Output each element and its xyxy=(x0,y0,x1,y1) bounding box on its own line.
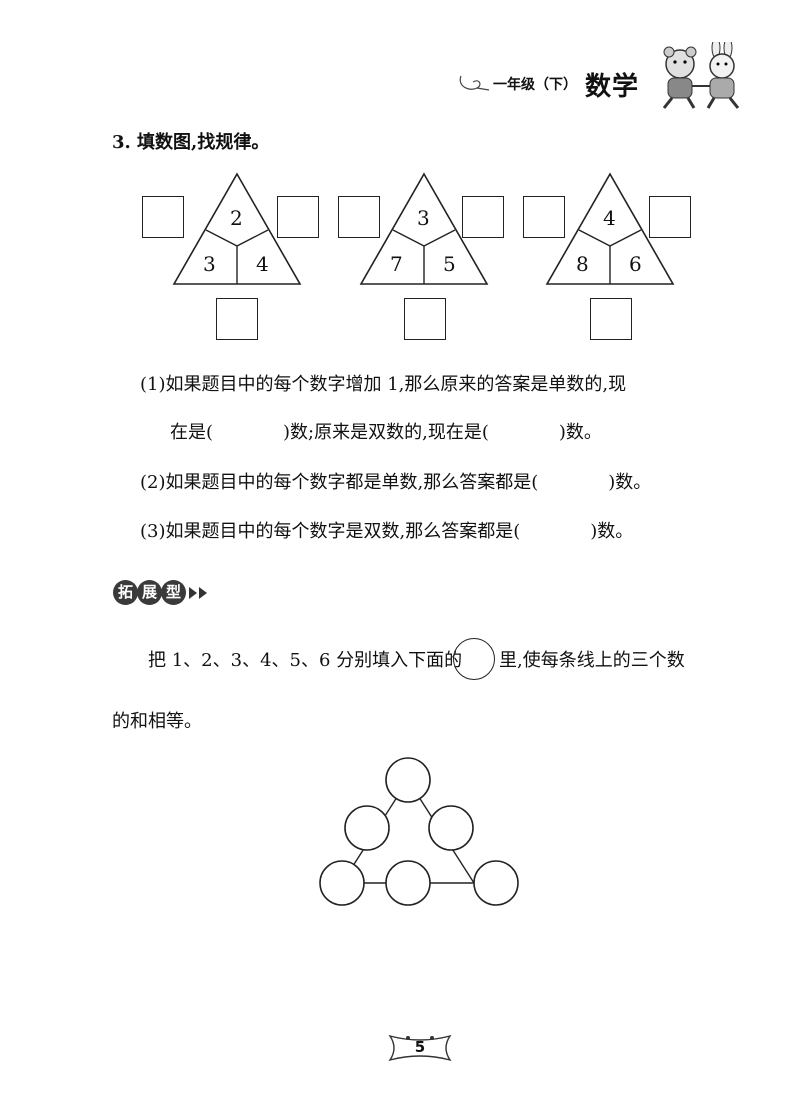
triangle-top-number: 4 xyxy=(603,206,616,230)
badge-char: 型 xyxy=(161,580,186,605)
subquestion-2: (2)如果题目中的每个数字都是单数,那么答案都是( )数。 xyxy=(140,468,651,494)
number-triangle xyxy=(172,172,302,285)
subquestion-text: )数。 xyxy=(608,472,652,493)
double-arrow-icon xyxy=(189,587,207,599)
answer-box-left[interactable] xyxy=(338,196,380,238)
subquestion-1-line1: (1)如果题目中的每个数字增加 1,那么原来的答案是单数的,现 xyxy=(140,374,627,395)
answer-box-bottom[interactable] xyxy=(404,298,446,340)
subquestion-text: )数。 xyxy=(590,521,634,542)
puzzle-circle-mid-left[interactable] xyxy=(344,805,390,851)
triangle-top-number: 3 xyxy=(417,206,430,230)
puzzle-circle-bottom-middle[interactable] xyxy=(385,860,431,906)
subquestion-text: (2)如果题目中的每个数字都是单数,那么答案都是( xyxy=(140,472,539,493)
swirl-decoration-icon xyxy=(459,75,490,91)
answer-box-bottom[interactable] xyxy=(590,298,632,340)
circle-triangle-puzzle xyxy=(319,757,519,906)
puzzle-circle-mid-right[interactable] xyxy=(428,805,474,851)
page-number: 5 xyxy=(414,1038,426,1056)
puzzle-circle-bottom-right[interactable] xyxy=(473,860,519,906)
extension-badge: 拓 展 型 xyxy=(113,580,233,606)
extension-text-line1-end: 里,使每条线上的三个数 xyxy=(499,650,685,671)
subquestion-text: )数;原来是双数的,现在是( xyxy=(283,422,489,443)
puzzle-circle-top[interactable] xyxy=(385,757,431,803)
answer-box-right[interactable] xyxy=(462,196,504,238)
candy-frame-icon xyxy=(388,1034,452,1062)
subquestion-3: (3)如果题目中的每个数字是双数,那么答案都是( )数。 xyxy=(140,517,633,543)
triangle-top-number: 2 xyxy=(230,206,243,230)
subquestion-text: (3)如果题目中的每个数字是双数,那么答案都是( xyxy=(140,521,521,542)
puzzle-circle-bottom-left[interactable] xyxy=(319,860,365,906)
badge-char: 拓 xyxy=(113,580,138,605)
answer-box-bottom[interactable] xyxy=(216,298,258,340)
triangle-right-number: 4 xyxy=(256,252,269,276)
header-subject: 数学 xyxy=(585,72,640,102)
answer-box-left[interactable] xyxy=(523,196,565,238)
extension-text-line1: 把 1、2、3、4、5、6 分别填入下面的 xyxy=(148,650,463,671)
subquestion-1-line2: 在是( )数;原来是双数的,现在是( )数。 xyxy=(170,418,602,444)
extension-text-line2: 的和相等。 xyxy=(112,711,202,732)
page-number-badge: 5 xyxy=(380,1030,460,1066)
triangle-left-number: 7 xyxy=(390,252,403,276)
answer-box-right[interactable] xyxy=(277,196,319,238)
number-triangle xyxy=(359,172,489,285)
page-header: 一年级（下） 数学 xyxy=(455,42,755,112)
subquestion-text: 在是( xyxy=(170,422,214,443)
question-title: 3. 填数图,找规律。 xyxy=(112,132,270,153)
triangle-right-number: 5 xyxy=(443,252,456,276)
inline-circle-icon xyxy=(453,638,495,680)
triangle-right-number: 6 xyxy=(629,252,642,276)
answer-box-right[interactable] xyxy=(649,196,691,238)
header-grade: 一年级（下） xyxy=(493,77,577,93)
subquestion-text: )数。 xyxy=(558,422,602,443)
triangle-left-number: 8 xyxy=(576,252,589,276)
number-triangle xyxy=(545,172,675,285)
answer-box-left[interactable] xyxy=(142,196,184,238)
cartoon-animals-icon xyxy=(662,42,740,109)
triangle-left-number: 3 xyxy=(203,252,216,276)
badge-char: 展 xyxy=(137,580,162,605)
